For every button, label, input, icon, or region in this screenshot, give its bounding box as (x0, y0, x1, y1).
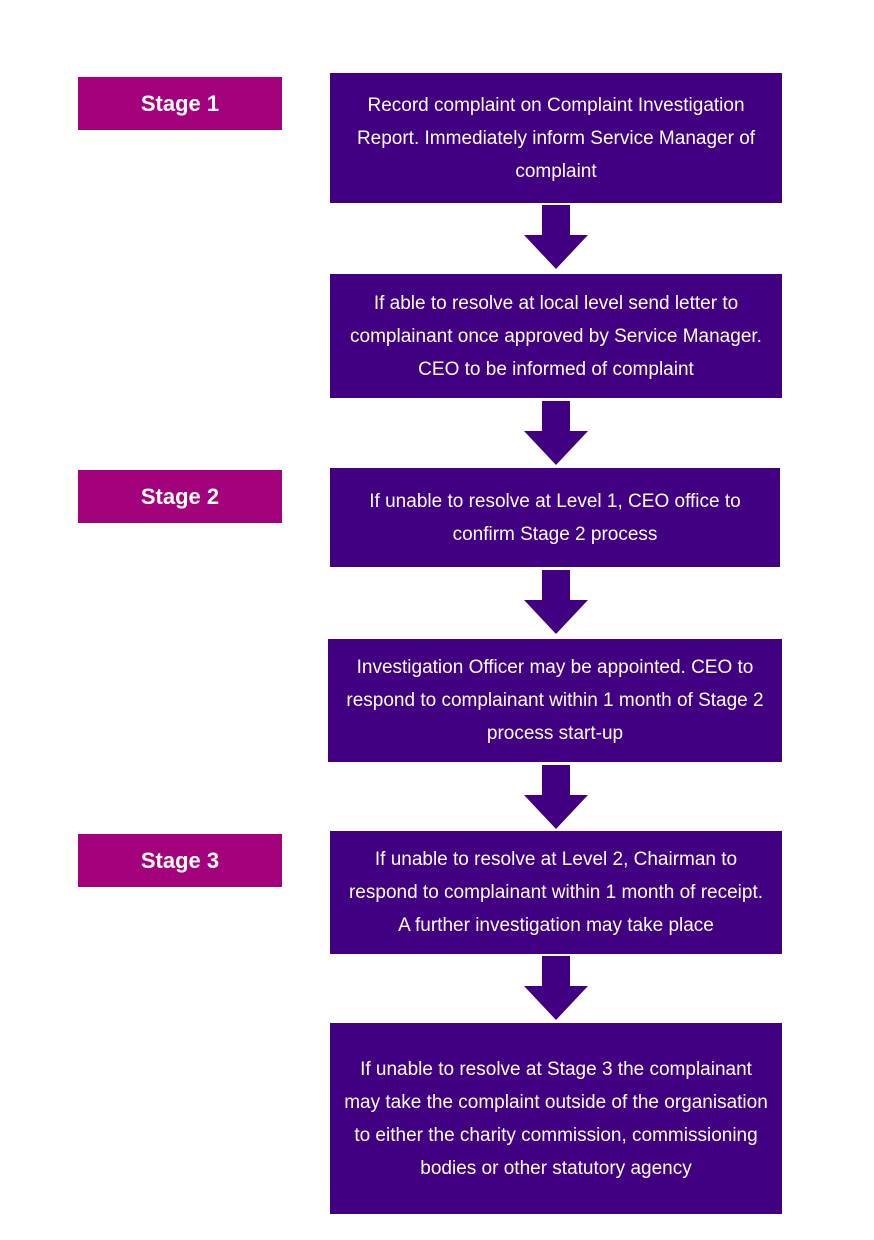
step-text-chairman-response: If unable to resolve at Level 2, Chairma… (348, 849, 763, 936)
down-arrow-icon (524, 765, 588, 829)
down-arrow-icon (524, 956, 588, 1020)
step-box-external-escalation: If unable to resolve at Stage 3 the comp… (330, 1023, 782, 1214)
step-box-local-resolution: If able to resolve at local level send l… (330, 274, 782, 398)
step-box-record-complaint: Record complaint on Complaint Investigat… (330, 73, 782, 203)
down-arrow-icon (524, 401, 588, 465)
step-box-chairman-response: If unable to resolve at Level 2, Chairma… (330, 831, 782, 954)
down-arrow-icon (524, 570, 588, 634)
step-text-record-complaint: Record complaint on Complaint Investigat… (356, 94, 756, 182)
step-box-stage-2-confirm: If unable to resolve at Level 1, CEO off… (330, 468, 780, 567)
step-box-investigation-officer: Investigation Officer may be appointed. … (328, 639, 782, 762)
down-arrow-icon (524, 205, 588, 269)
stage-3-label: Stage 3 (78, 834, 282, 887)
step-text-local-resolution: If able to resolve at local level send l… (350, 292, 762, 380)
step-text-stage-2-confirm: If unable to resolve at Level 1, CEO off… (369, 490, 741, 545)
stage-1-label: Stage 1 (78, 77, 282, 130)
step-text-investigation-officer: Investigation Officer may be appointed. … (346, 657, 764, 744)
step-text-external-escalation: If unable to resolve at Stage 3 the comp… (344, 1058, 768, 1179)
stage-2-label: Stage 2 (78, 470, 282, 523)
